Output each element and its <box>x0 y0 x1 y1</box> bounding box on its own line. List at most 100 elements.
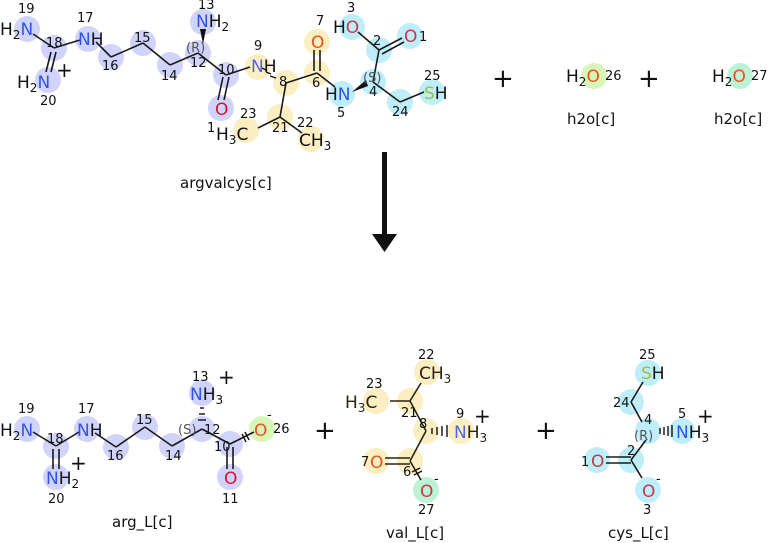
atom-number: 13 <box>192 370 209 385</box>
svg-text:-: - <box>434 472 439 487</box>
atom-number: 7 <box>316 14 324 29</box>
plus-sign: + <box>638 64 660 94</box>
atom-number: 3 <box>347 1 355 16</box>
h2o-molecule-27: H2O 27 <box>712 63 768 89</box>
svg-text:SH: SH <box>424 84 448 104</box>
argvalcys-label: argvalcys[c] <box>180 174 272 192</box>
atom-number: 14 <box>165 449 182 464</box>
svg-text:O: O <box>254 421 267 441</box>
argvalcys-molecule: H2N NH H2N + NH2 O NH O HN H3C CH3 HO O … <box>0 0 448 153</box>
svg-text:O: O <box>311 33 324 53</box>
arg-molecule: H2N NH NH2 + NH3 + O O - 19 17 18 20 16 … <box>0 365 290 507</box>
atom-number: 27 <box>751 69 768 84</box>
atom-number: 2 <box>627 444 635 459</box>
atom-number: 5 <box>337 106 345 121</box>
svg-text:O: O <box>404 27 417 47</box>
svg-text:O: O <box>224 469 237 489</box>
svg-text:O: O <box>420 482 433 502</box>
atom-number: 18 <box>46 36 63 51</box>
atom-number: 23 <box>240 107 257 122</box>
svg-text:+: + <box>697 404 714 428</box>
svg-text:+: + <box>218 365 235 389</box>
svg-text:O: O <box>215 100 228 120</box>
atom-number: 9 <box>254 39 262 54</box>
atom-number: 1 <box>419 30 427 45</box>
svg-text:H3C: H3C <box>216 125 248 147</box>
plus-sign: + <box>492 64 514 94</box>
svg-text:O: O <box>642 482 655 502</box>
atom-number: 3 <box>643 503 651 518</box>
atom-number: 22 <box>418 348 435 363</box>
svg-text:H2O: H2O <box>712 67 746 89</box>
atom-number: 6 <box>312 76 320 91</box>
svg-text:H3C: H3C <box>345 393 377 415</box>
svg-text:+: + <box>70 451 87 475</box>
atom-number: 17 <box>78 402 95 417</box>
svg-text:NH2: NH2 <box>196 12 229 34</box>
atom-number: 2 <box>373 34 381 49</box>
stereo-label: (S) <box>178 423 196 438</box>
svg-text:+: + <box>56 58 73 82</box>
svg-text:NH3: NH3 <box>190 385 223 407</box>
svg-text:-: - <box>656 472 661 487</box>
atom-number: 21 <box>401 406 418 421</box>
atom-number: 5 <box>678 407 686 422</box>
atom-number: 20 <box>40 94 57 109</box>
atom-number: 4 <box>644 413 652 428</box>
atom-number: 15 <box>136 413 153 428</box>
atom-number: 19 <box>18 2 35 17</box>
cys-molecule: SH (R) NH3 + O O - 25 24 4 5 1 2 3 <box>581 348 714 518</box>
val-molecule: CH3 H3C NH3 + O O - 22 23 21 8 9 7 6 27 <box>345 348 491 518</box>
plus-sign: + <box>535 416 557 446</box>
svg-text:CH3: CH3 <box>419 364 451 386</box>
atom-number: 22 <box>297 116 314 131</box>
atom-number: 13 <box>198 0 215 13</box>
svg-text:CH3: CH3 <box>299 131 331 153</box>
svg-text:H2O: H2O <box>566 67 600 89</box>
atom-number: 6 <box>403 465 411 480</box>
reaction-arrow <box>372 152 397 252</box>
svg-text:+: + <box>474 404 491 428</box>
svg-text:NH3: NH3 <box>454 423 487 445</box>
atom-number: 24 <box>613 396 630 411</box>
h2o-label-2: h2o[c] <box>714 110 762 128</box>
atom-number: 27 <box>418 503 435 518</box>
atom-number: 10 <box>214 440 231 455</box>
stereo-label: (R) <box>634 429 653 444</box>
svg-text:NH: NH <box>251 57 277 77</box>
atom-number: 16 <box>107 449 124 464</box>
cys-label: cys_L[c] <box>608 524 669 543</box>
atom-number: 8 <box>419 417 427 432</box>
svg-text:-: - <box>267 408 272 423</box>
svg-text:NH3: NH3 <box>676 423 709 445</box>
atom-number: 8 <box>279 75 287 90</box>
atom-number: 1 <box>581 455 589 470</box>
atom-number: 23 <box>366 377 383 392</box>
atom-number: 19 <box>18 402 35 417</box>
atom-number: 1 <box>207 121 215 136</box>
h2o-label-1: h2o[c] <box>567 110 615 128</box>
svg-text:O: O <box>591 452 604 472</box>
svg-text:H2N: H2N <box>0 421 33 443</box>
svg-text:SH: SH <box>641 364 665 384</box>
atom-number: 15 <box>134 31 151 46</box>
plus-sign: + <box>314 416 336 446</box>
atom-number: 17 <box>77 11 94 26</box>
atom-number: 18 <box>47 432 64 447</box>
svg-text:H2N: H2N <box>17 73 50 95</box>
stereo-label: (R) <box>186 41 205 56</box>
svg-text:NH: NH <box>78 30 104 50</box>
atom-number: 16 <box>102 59 119 74</box>
atom-number: 4 <box>369 85 377 100</box>
atom-number: 10 <box>218 63 235 78</box>
svg-text:HN: HN <box>325 85 351 105</box>
svg-text:HO: HO <box>333 18 359 38</box>
atom-number: 24 <box>392 105 409 120</box>
atom-number: 21 <box>272 121 289 136</box>
atom-number: 25 <box>639 348 656 363</box>
atom-number: 20 <box>48 492 65 507</box>
arg-label: arg_L[c] <box>112 513 172 532</box>
atom-number: 12 <box>204 423 221 438</box>
val-label: val_L[c] <box>386 524 444 543</box>
